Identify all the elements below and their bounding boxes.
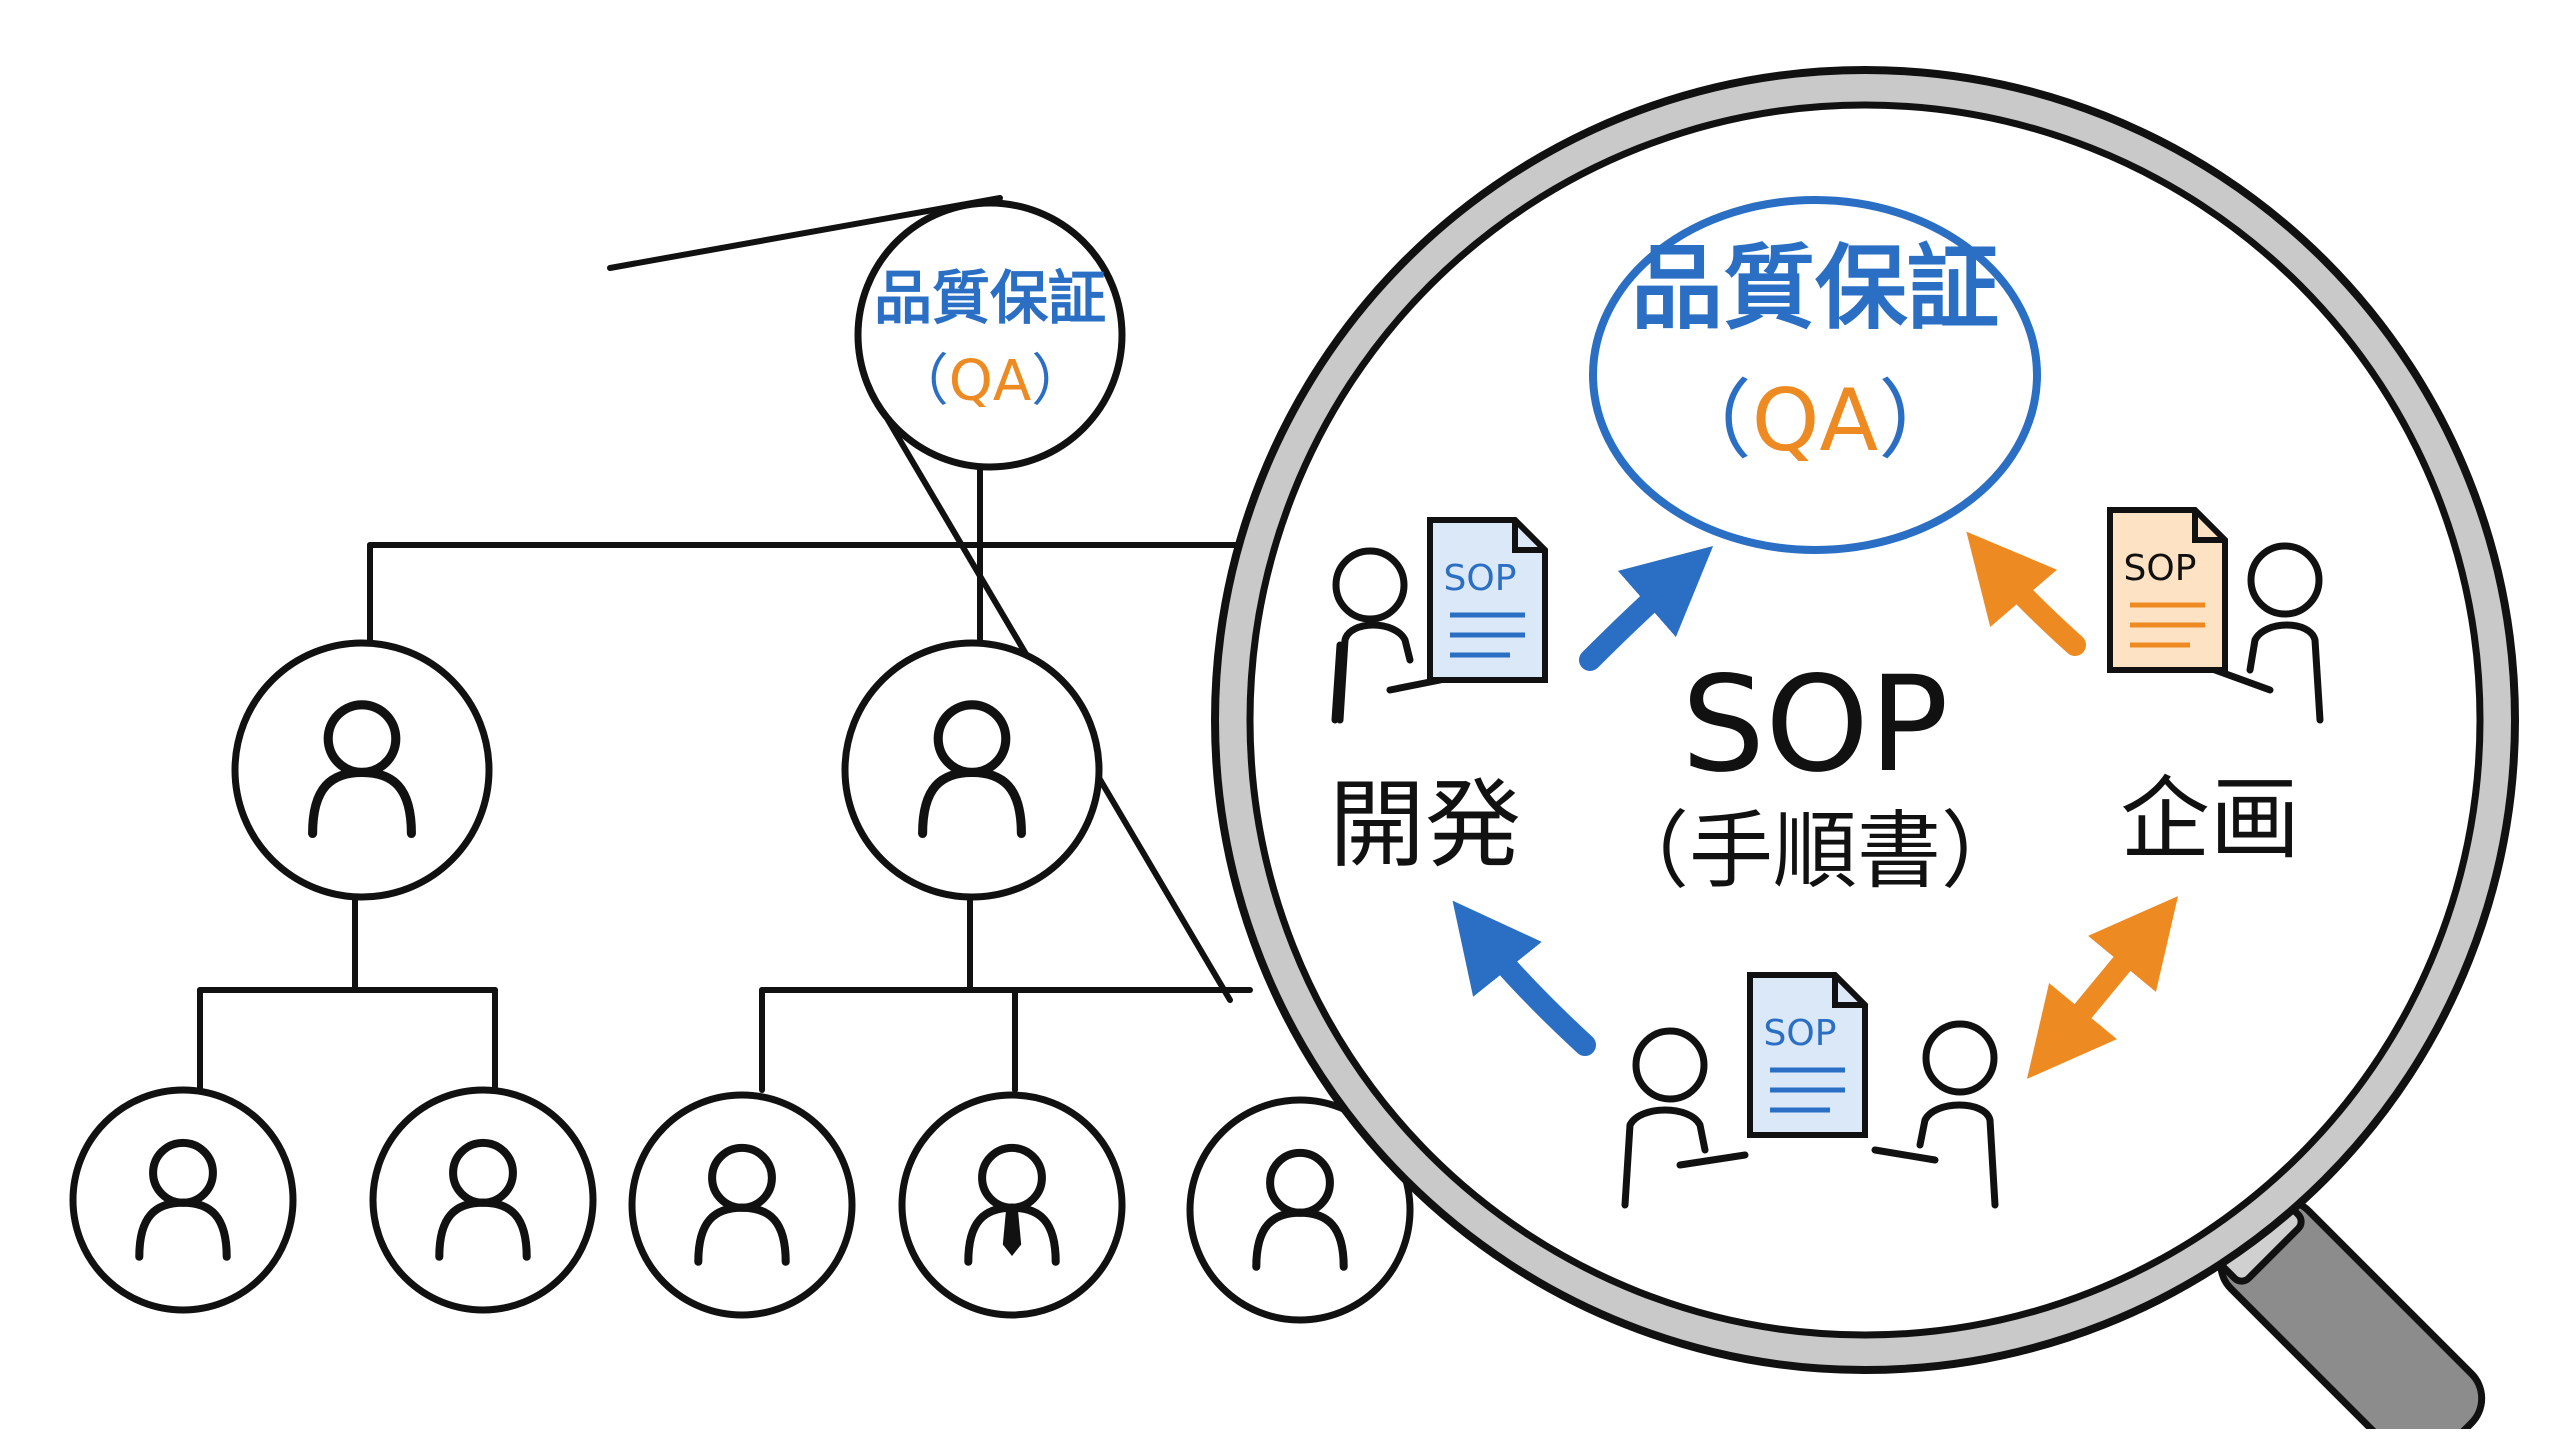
- staff-node: [628, 1091, 856, 1319]
- sop-center-title: SOP: [1681, 648, 1948, 802]
- dev-person-with-doc: SOP: [1331, 517, 1548, 724]
- doc-sop-label: SOP: [1764, 1013, 1837, 1054]
- org-chart: [197, 195, 1283, 1093]
- zoom-line-top: [607, 195, 1003, 271]
- planning-label: 企画: [2120, 767, 2300, 872]
- arrow-planning-to-qa: [1966, 531, 2086, 656]
- sop-center-subtitle: （手順書）: [1605, 802, 2025, 900]
- lens-qa-node: 品質保証 （QA）: [1589, 196, 2041, 554]
- staff-node: [69, 1086, 297, 1314]
- small-qa-node: 品質保証 （QA）: [854, 199, 1126, 471]
- manager-node-left: [231, 639, 493, 901]
- lens-qa-title: 品質保証: [1631, 235, 1999, 342]
- document-icon: SOP: [2107, 507, 2228, 673]
- lens-content: 品質保証 （QA） SOP （手順書） 開発 企画 SOP: [1329, 196, 2324, 1209]
- arrow-dev-to-qa: [1579, 546, 1714, 671]
- manager-node-right: [841, 639, 1103, 901]
- staff-node: [1186, 1096, 1414, 1324]
- person-with-tie-icon: [968, 1148, 1055, 1262]
- staff-node: [369, 1086, 597, 1314]
- collaborators-with-doc: SOP: [1621, 972, 1999, 1209]
- dev-label: 開発: [1329, 769, 1521, 881]
- doc-sop-label: SOP: [2124, 548, 2197, 589]
- small-qa-abbr-line: （QA）: [893, 349, 1087, 414]
- flow-arrows: [1452, 531, 2179, 1079]
- document-icon: SOP: [1747, 972, 1868, 1138]
- arrow-collab-to-dev: [1452, 900, 1596, 1056]
- small-qa-title: 品質保証: [874, 264, 1106, 332]
- staff-node-manager: [898, 1091, 1126, 1319]
- document-icon: SOP: [1427, 517, 1548, 683]
- arrow-collab-planning: [2026, 896, 2179, 1079]
- lens-qa-abbr-line: （QA）: [1666, 371, 1965, 471]
- planning-person-with-doc: SOP: [2107, 507, 2324, 724]
- doc-sop-label: SOP: [1444, 558, 1517, 599]
